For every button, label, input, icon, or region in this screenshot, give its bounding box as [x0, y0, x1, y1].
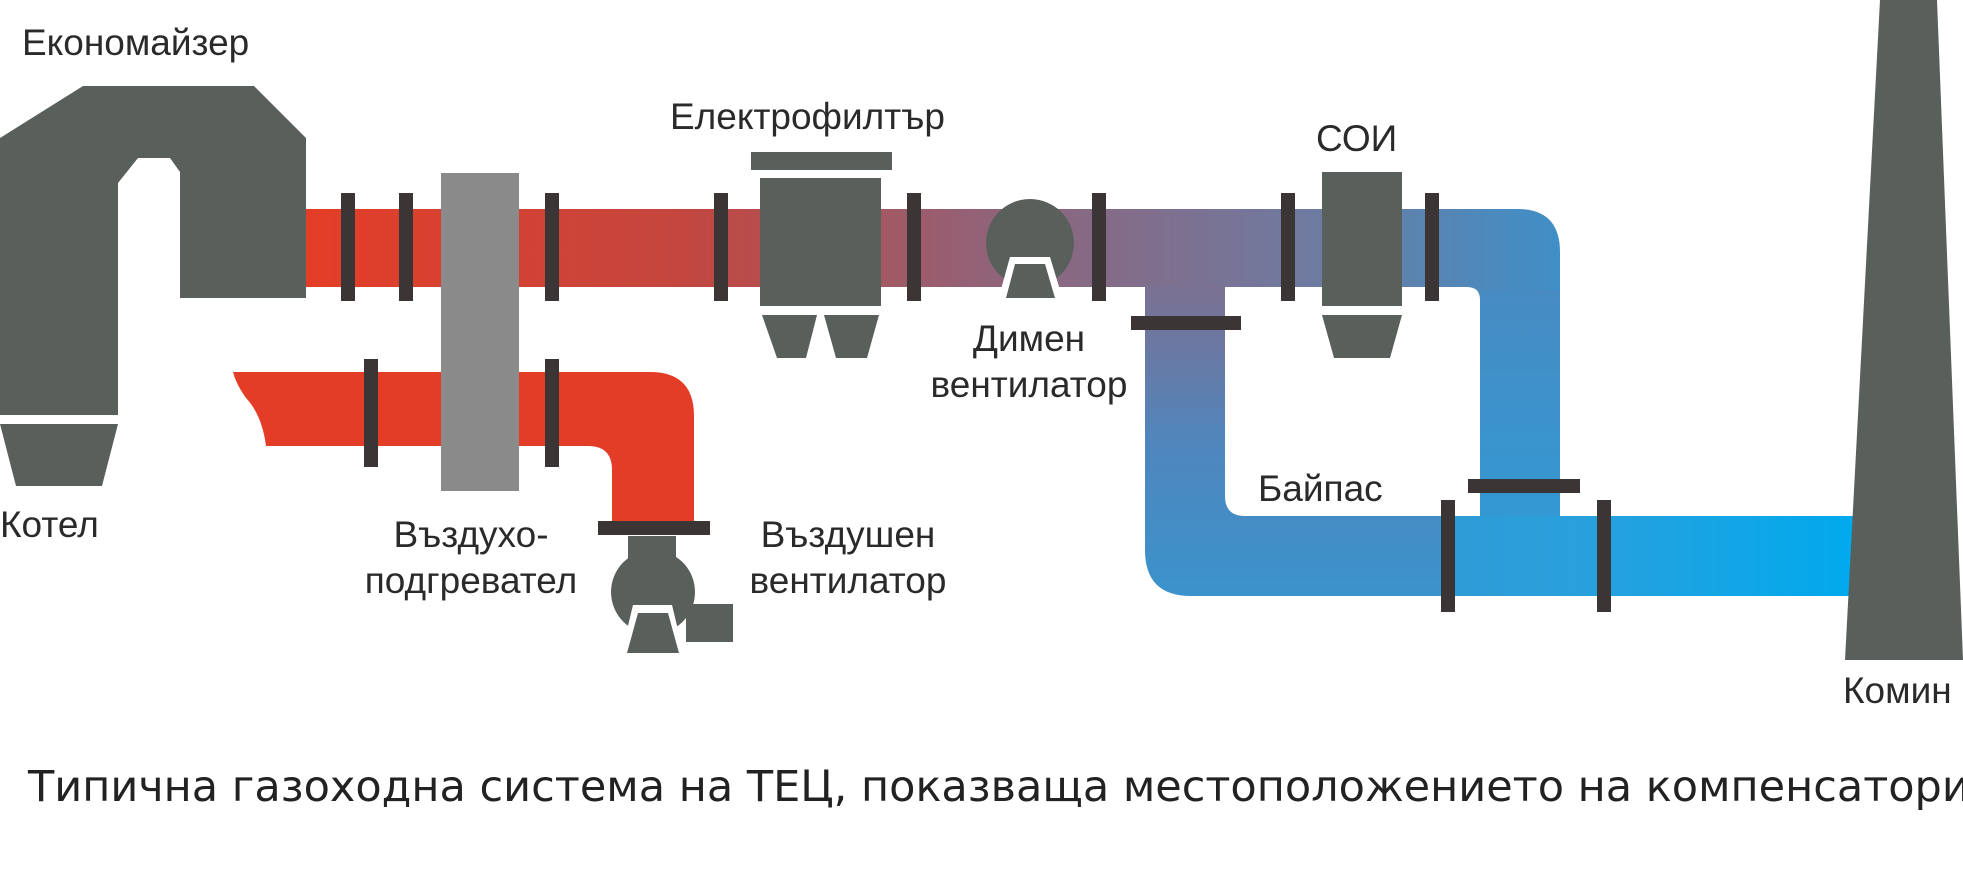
fgd-hopper: [1322, 315, 1402, 358]
label-air-heater: Въздухо- подгревател: [364, 514, 578, 601]
air-heater-shape: [441, 173, 519, 491]
air-fan-motor: [686, 604, 733, 642]
flange: [907, 193, 921, 301]
label-bypass: Байпас: [1258, 468, 1383, 509]
hot-air-duct: [233, 372, 694, 528]
flange: [1468, 479, 1580, 493]
fgd-body: [1322, 172, 1402, 306]
expansion-joints: [341, 193, 1611, 612]
main-flue-duct: [300, 209, 1560, 300]
flange: [714, 193, 728, 301]
bypass-duct: [1145, 285, 1490, 596]
label-boiler: Котел: [0, 504, 99, 545]
label-economizer: Економайзер: [22, 22, 250, 63]
flange: [1131, 316, 1241, 330]
stack-shape: [1845, 0, 1963, 660]
flange: [364, 359, 378, 467]
label-fgd: СОИ: [1316, 118, 1398, 159]
label-electrofilter: Електрофилтър: [670, 96, 945, 137]
flange: [341, 193, 355, 301]
figure-caption: Типична газоходна система на ТЕЦ, показв…: [28, 762, 1963, 812]
electrofilter-hopper-right: [824, 315, 879, 358]
label-stack: Комин: [1843, 670, 1952, 711]
stack-inlet-duct: [1440, 516, 1862, 596]
electrofilter-hopper-left: [762, 315, 817, 358]
boiler-hopper: [0, 424, 118, 486]
label-flue-fan: Димен вентилатор: [930, 318, 1128, 405]
flange: [545, 193, 559, 301]
flange: [598, 521, 710, 535]
flange: [1092, 193, 1106, 301]
label-air-fan: Въздушен вентилатор: [749, 514, 947, 601]
flange: [1281, 193, 1295, 301]
flange: [1597, 500, 1611, 612]
flange: [545, 359, 559, 467]
flange: [399, 193, 413, 301]
flange: [1425, 193, 1439, 301]
electrofilter-body: [760, 178, 881, 306]
economizer-shape: [0, 86, 306, 415]
electrofilter-top-plate: [751, 152, 892, 170]
flange: [1441, 500, 1455, 612]
